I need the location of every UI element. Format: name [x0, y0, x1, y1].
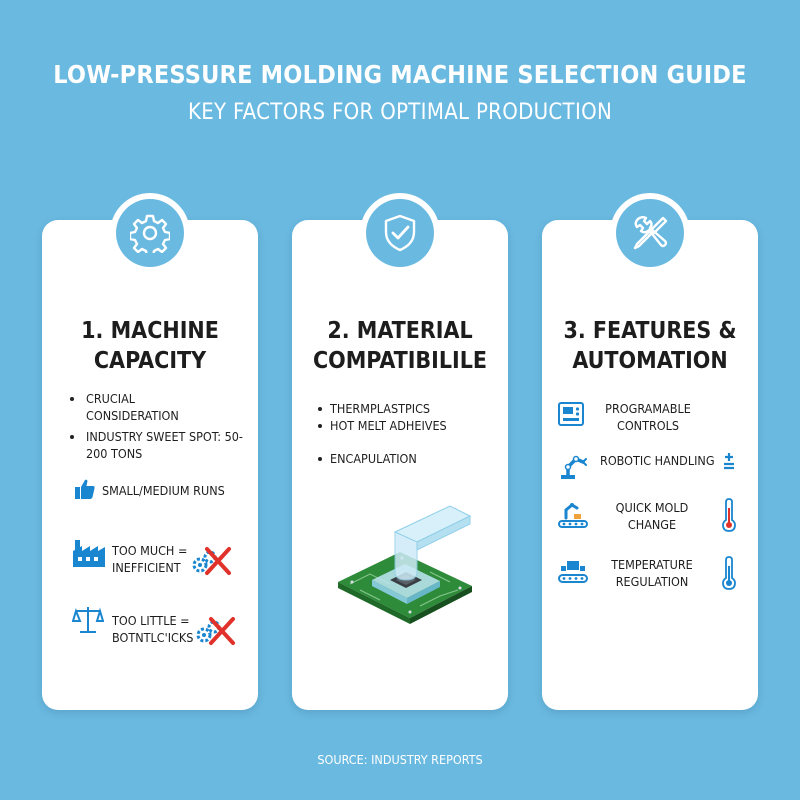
card-title-line1: 1. MACHINE — [81, 318, 219, 344]
card-badge — [110, 193, 190, 273]
shield-check-icon — [384, 214, 416, 252]
card-title-line2: AUTOMATION — [572, 348, 728, 374]
note-too-much: TOO MUCH =INEFFICIENT — [112, 543, 188, 575]
source-note: SOURCE: INDUSTRY REPORTS — [317, 752, 483, 767]
card-title-line1: 2. MATERIAL — [327, 318, 473, 344]
bullet-dot — [70, 435, 74, 439]
feature-robotic-handling: ROBOTIC HANDLING — [600, 453, 715, 468]
gear-icon — [130, 214, 170, 253]
scale-icon — [72, 607, 104, 633]
plus-minus-icon — [724, 453, 734, 470]
page-title: LOW-PRESSURE MOLDING MACHINE SELECTION G… — [53, 60, 747, 89]
card-title-line2: COMPATIBILILE — [312, 348, 488, 374]
card-badge — [610, 193, 690, 273]
gears-x-icon — [192, 547, 231, 575]
factory-icon — [73, 540, 105, 567]
conveyor-icon — [558, 561, 588, 583]
bullet-item: HOT MELT ADHEIVES — [330, 418, 447, 433]
thermometer-icon — [722, 556, 736, 590]
card-title-line1: 3. FEATURES & — [563, 318, 737, 344]
control-panel-icon — [558, 402, 584, 426]
bullet-item: THERMPLASTPICS — [330, 401, 431, 416]
card-material-compatibility: 2. MATERIAL COMPATIBILILE THERMPLASTPICS… — [292, 193, 508, 710]
note-too-little: TOO LITTLE =BOTNTLC'ICKS — [112, 613, 194, 645]
bullet-dot — [318, 407, 322, 411]
robot-arm-icon — [561, 455, 587, 479]
thumbs-up-icon — [75, 479, 95, 499]
tools-icon — [633, 216, 668, 250]
bullet-dot — [318, 424, 322, 428]
bullet-item: INDUSTRY SWEET SPOT: 50-200 TONS — [86, 429, 243, 461]
robot-conveyor-icon — [558, 503, 588, 528]
bullet-dot — [318, 457, 322, 461]
note-small-medium-runs: SMALL/MEDIUM RUNS — [102, 483, 225, 498]
bullet-dot — [70, 397, 74, 401]
card-badge — [360, 193, 440, 273]
pcb-encapsulation-illustration — [338, 505, 472, 624]
page-subtitle: KEY FACTORS FOR OPTIMAL PRODUCTION — [187, 100, 613, 125]
gears-x-icon — [196, 617, 235, 645]
bullet-item: ENCAPULATION — [330, 451, 417, 466]
card-title-line2: CAPACITY — [93, 348, 207, 374]
thermometer-icon — [722, 498, 736, 532]
